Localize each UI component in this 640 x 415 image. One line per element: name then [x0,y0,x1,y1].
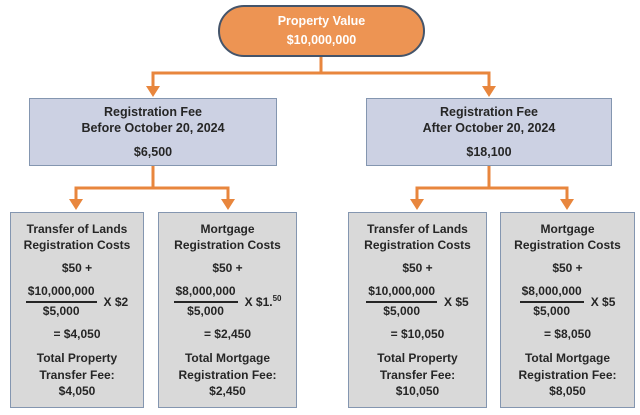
leaf-before-mortgage: Mortgage Registration Costs $50 + $8,000… [158,212,297,408]
multiplier-sup: 50 [272,293,282,303]
fraction-formula: $8,000,000 $5,000 X $1.50 [173,284,282,319]
leaf-title: Mortgage Registration Costs [174,222,281,253]
leaf-title-line2: Registration Costs [174,237,281,252]
total-label-line2: Transfer Fee: [39,367,115,382]
total-label-line2: Registration Fee: [518,367,617,382]
total-fee: Total Property Transfer Fee: $10,050 [377,350,457,399]
base-fee: $50 + [552,260,583,275]
base-fee: $50 + [61,260,93,275]
total-label-line1: Total Mortgage [524,351,611,366]
root-node-property-value: Property Value $10,000,000 [218,5,425,57]
fraction: $8,000,000 $5,000 [173,284,238,319]
leaf-title: Transfer of Lands Registration Costs [24,222,131,253]
fraction-denominator: $5,000 [383,303,420,318]
calc-result: = $10,050 [390,327,445,342]
arrowhead-leaf-1 [69,199,83,210]
fraction: $8,000,000 $5,000 [519,284,584,319]
fraction-denominator: $5,000 [187,303,224,318]
fraction-formula: $8,000,000 $5,000 X $5 [519,284,616,319]
calc-result: = $4,050 [53,327,101,342]
leaf-title-line1: Mortgage [540,222,595,236]
branch-subtitle: After October 20, 2024 [422,120,556,135]
multiplier-main: X $2 [103,294,129,309]
arrowhead-leaf-2 [221,199,235,210]
fraction-denominator: $5,000 [42,303,80,318]
arrowhead-leaf-3 [410,199,424,210]
multiplier-main: X $5 [590,294,616,309]
fraction-numerator: $10,000,000 [25,284,97,303]
base-fee: $50 + [212,260,243,275]
fraction-numerator: $8,000,000 [519,284,584,303]
leaf-title-line1: Mortgage [200,222,255,236]
leaf-title-line1: Transfer of Lands [26,222,128,236]
arrowhead-branch-right [482,86,496,97]
branch-before-oct-2024: Registration Fee Before October 20, 2024… [29,98,277,166]
total-label-line2: Registration Fee: [178,367,277,382]
total-value: $4,050 [58,383,96,398]
branch-after-oct-2024: Registration Fee After October 20, 2024 … [366,98,612,166]
fraction-numerator: $10,000,000 [366,284,438,303]
branch-fee-value: $18,100 [466,145,512,160]
fraction: $10,000,000 $5,000 [25,284,97,319]
total-label-line1: Total Property [36,351,118,366]
multiplier-main: X $1. [244,294,273,309]
leaf-title-line2: Registration Costs [514,237,621,252]
arrowhead-branch-left [146,86,160,97]
total-value: $10,050 [395,383,440,398]
branch-title: Registration Fee [440,104,538,119]
branch-title: Registration Fee [104,104,202,119]
total-fee: Total Property Transfer Fee: $4,050 [37,350,117,399]
base-fee: $50 + [402,260,433,275]
leaf-before-transfer-of-lands: Transfer of Lands Registration Costs $50… [10,212,144,408]
root-title: Property Value [277,14,366,29]
branch-fee-value: $6,500 [133,145,173,160]
calc-result: = $2,450 [203,327,252,342]
fraction-denominator: $5,000 [533,303,570,318]
total-fee: Total Mortgage Registration Fee: $8,050 [518,350,616,399]
leaf-title-line2: Registration Costs [23,237,131,252]
total-fee: Total Mortgage Registration Fee: $2,450 [178,350,276,399]
multiplier: X $2 [104,294,129,311]
multiplier: X $1.50 [245,294,282,311]
leaf-after-mortgage: Mortgage Registration Costs $50 + $8,000… [500,212,635,408]
fraction-numerator: $8,000,000 [173,284,238,303]
leaf-after-transfer-of-lands: Transfer of Lands Registration Costs $50… [348,212,487,408]
fraction: $10,000,000 $5,000 [366,284,438,319]
total-label-line1: Total Mortgage [184,351,271,366]
root-value: $10,000,000 [286,33,357,47]
leaf-title-line1: Transfer of Lands [367,222,468,236]
fraction-formula: $10,000,000 $5,000 X $5 [366,284,469,319]
multiplier: X $5 [444,294,469,311]
total-label-line1: Total Property [377,351,458,366]
multiplier: X $5 [591,294,616,311]
total-label-line2: Transfer Fee: [379,367,456,382]
branch-subtitle: Before October 20, 2024 [81,120,225,135]
leaf-title: Transfer of Lands Registration Costs [364,222,471,253]
total-value: $8,050 [549,383,586,398]
total-value: $2,450 [209,383,246,398]
leaf-title-line2: Registration Costs [364,237,471,252]
fraction-formula: $10,000,000 $5,000 X $2 [25,284,129,319]
arrowhead-leaf-4 [560,199,574,210]
leaf-title: Mortgage Registration Costs [514,222,621,253]
calc-result: = $8,050 [543,327,592,342]
multiplier-main: X $5 [444,294,469,309]
